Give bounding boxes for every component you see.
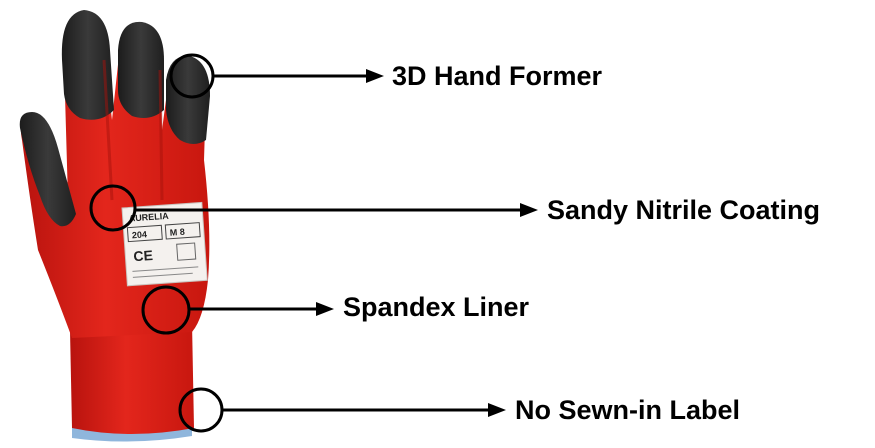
label-size: M 8 (169, 227, 185, 238)
callout-label-nitrile-coating: Sandy Nitrile Coating (547, 195, 821, 225)
callout-label-sewn-label: No Sewn-in Label (515, 395, 741, 425)
middle-coating (118, 21, 164, 118)
thumb-coating (19, 112, 76, 227)
knuckle-shading (102, 59, 164, 201)
label-model-number: 204 (132, 229, 148, 240)
index-coating (61, 10, 114, 120)
label-brand: AURELIA (128, 211, 169, 224)
label-size-box-2 (164, 222, 201, 240)
callout-markers (89, 53, 538, 433)
callout-label-spandex-liner: Spandex Liner (343, 292, 530, 322)
label-ce-mark: CE (133, 247, 154, 264)
label-size-box-1 (126, 224, 163, 243)
glove-cuff (70, 322, 194, 434)
glove-illustration: AURELIA 204 M 8 CE (19, 10, 210, 442)
arrowhead-nitrile-coating (520, 203, 538, 217)
product-label: AURELIA 204 M 8 CE (121, 201, 208, 287)
label-pictogram (176, 242, 197, 261)
arrowhead-spandex-liner (316, 302, 334, 316)
label-fine-print-1 (132, 266, 199, 272)
callout-circle-nitrile-coating (89, 184, 137, 232)
arrowhead-sewn-label (488, 403, 506, 417)
callout-label-hand-former: 3D Hand Former (392, 61, 603, 91)
arrowhead-hand-former (366, 69, 384, 83)
ring-coating (166, 55, 210, 144)
label-fine-print-2 (132, 272, 193, 278)
